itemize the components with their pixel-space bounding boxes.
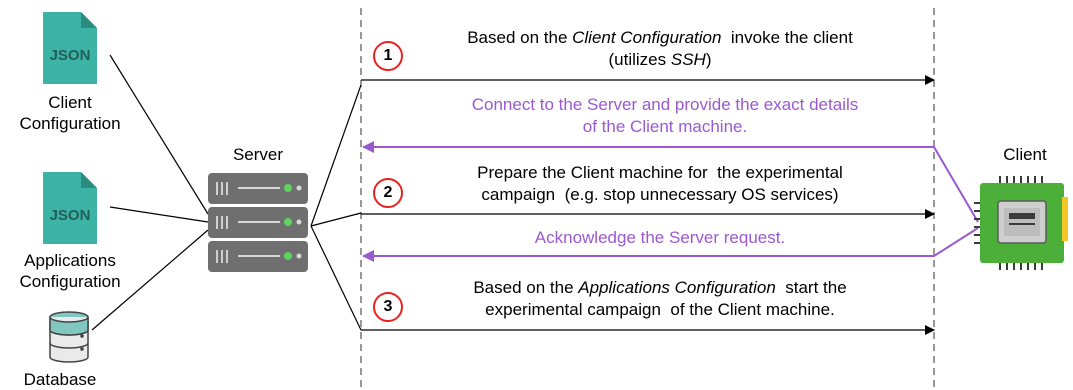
step-badge-3: 3 (373, 292, 403, 322)
database-icon (49, 311, 89, 363)
message-text: start the (775, 278, 847, 297)
connector-server-2 (310, 212, 362, 227)
server-label: Server (232, 145, 284, 164)
message-text: experimental campaign of the Client mach… (485, 300, 835, 319)
message-connect-server: Connect to the Server and provide the ex… (400, 94, 930, 138)
json-file-icon: JSON (43, 172, 97, 244)
message-text: (utilizes (608, 50, 671, 69)
message-emphasis: Applications Configuration (578, 278, 776, 297)
server-icon (208, 173, 308, 272)
message-prepare-client: Prepare the Client machine for the exper… (405, 162, 915, 206)
connector-client-config (109, 54, 209, 215)
database-label: Database (23, 370, 97, 389)
message-text: Based on the (467, 28, 573, 47)
message-text: campaign (e.g. stop unnecessary OS servi… (481, 185, 839, 204)
message-text: Connect to the Server and provide the ex… (471, 95, 859, 114)
connector-database (91, 229, 209, 331)
chip-icon (974, 176, 1068, 270)
message-text: Based on the (473, 278, 579, 297)
arrow-connect-back (362, 141, 979, 223)
message-text: invoke the client (721, 28, 853, 47)
client-config-label: Client Configuration (19, 93, 121, 133)
message-text: of the Client machine. (582, 117, 748, 136)
connector-server-3 (310, 225, 362, 331)
message-text: Prepare the Client machine for the exper… (477, 163, 843, 182)
json-label: JSON (50, 207, 91, 224)
message-start-campaign: Based on the Applications Configuration … (405, 277, 915, 321)
message-invoke-client: Based on the Client Configuration invoke… (415, 27, 905, 71)
json-label: JSON (50, 47, 91, 64)
connector-server-1 (310, 84, 362, 227)
arrow-acknowledge (362, 227, 979, 262)
message-emphasis: Client Configuration (572, 28, 722, 47)
message-emphasis: SSH (670, 50, 706, 69)
client-label: Client (1003, 145, 1047, 164)
message-text: ) (705, 50, 712, 69)
step-badge-2: 2 (373, 178, 403, 208)
apps-config-label: Applications Configuration (19, 251, 121, 291)
message-acknowledge: Acknowledge the Server request. (534, 228, 786, 247)
json-file-icon: JSON (43, 12, 97, 84)
connector-apps-config (109, 206, 209, 223)
step-badge-1: 1 (373, 41, 403, 71)
